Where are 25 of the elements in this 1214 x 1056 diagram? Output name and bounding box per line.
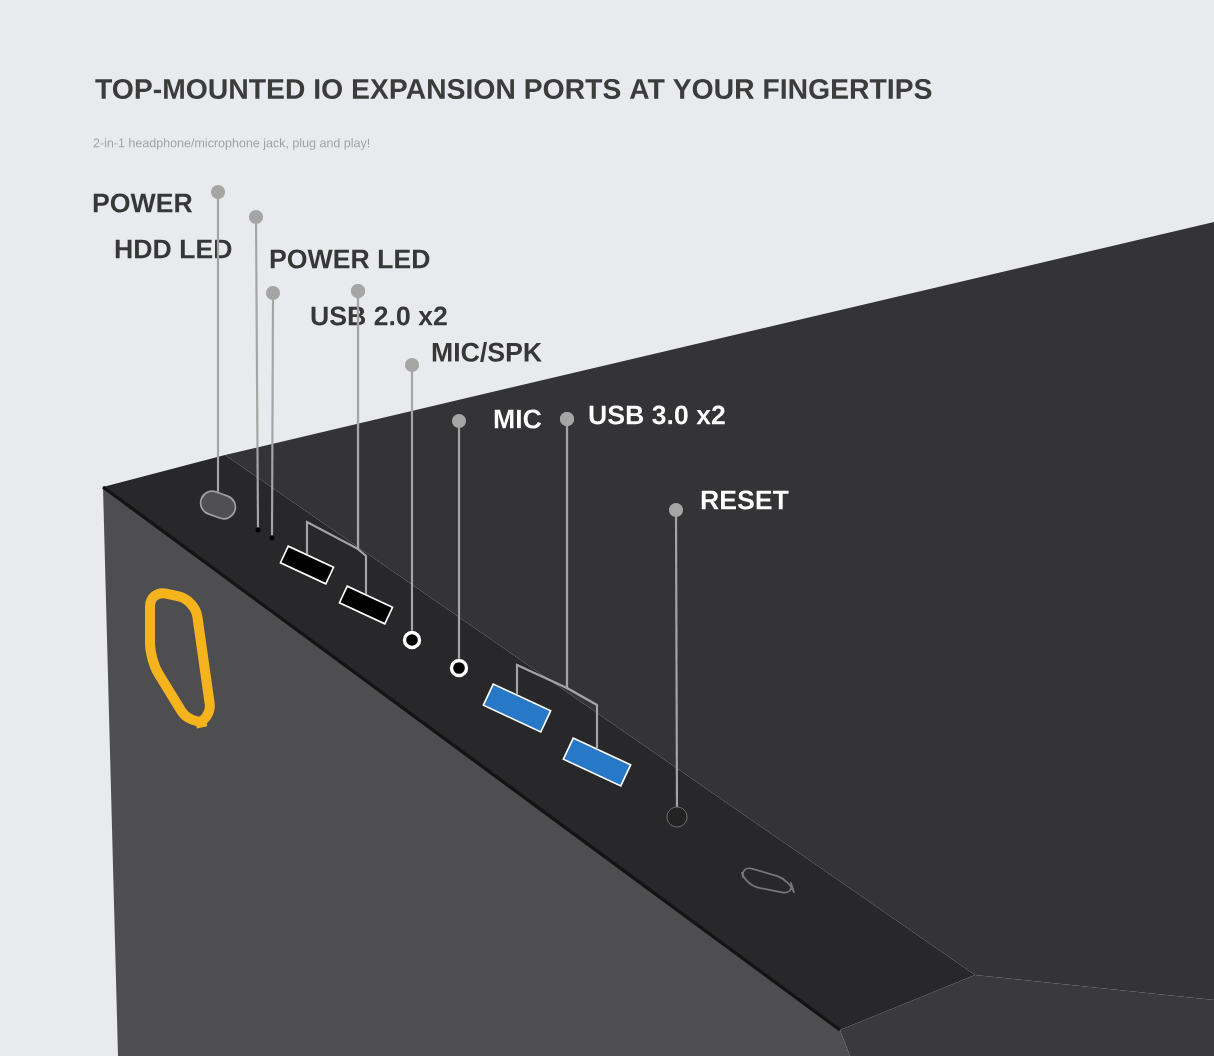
port-label: RESET [701, 490, 789, 510]
leader-line [351, 284, 368, 594]
leader-line [249, 210, 263, 528]
audio-jack [402, 630, 422, 650]
usb-port [338, 585, 394, 625]
port-label: POWER [93, 193, 193, 213]
port-label: USB 3.0 x2 [589, 405, 725, 425]
leader-line [266, 286, 280, 536]
leader-line [211, 185, 225, 492]
title: TOP-MOUNTED IO EXPANSION PORTS AT YOUR FINGERTIPS [95, 78, 932, 100]
subtitle: 2-in-1 headphone/microphone jack, plug and play! [93, 138, 370, 150]
port-label: MIC/SPK [432, 342, 542, 362]
audio-jack [449, 658, 469, 678]
leader-line [560, 412, 599, 749]
port-label: POWER LED [270, 249, 430, 269]
led-indicator [255, 527, 261, 533]
usb-port [279, 545, 335, 585]
port-label: MIC [494, 409, 542, 429]
led-indicator [269, 535, 275, 541]
leader-line [405, 358, 419, 631]
port-label: USB 2.0 x2 [311, 306, 447, 326]
power-button [199, 490, 237, 520]
leader-line [669, 503, 683, 807]
reset-button [666, 806, 688, 828]
leader-line [452, 414, 466, 659]
